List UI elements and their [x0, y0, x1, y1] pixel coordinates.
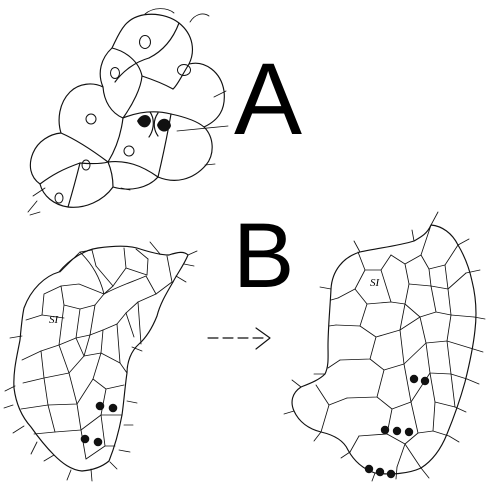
panel-label-b: B — [233, 210, 292, 302]
transition-arrow — [208, 328, 270, 349]
panel-label-a: A — [234, 48, 300, 150]
si-label-right: SI — [370, 278, 379, 289]
panel-b-left-drawing — [4, 242, 197, 481]
panel-b-right-drawing — [284, 212, 485, 481]
si-label-left: SI — [49, 315, 58, 326]
panel-a-drawing — [28, 9, 228, 215]
